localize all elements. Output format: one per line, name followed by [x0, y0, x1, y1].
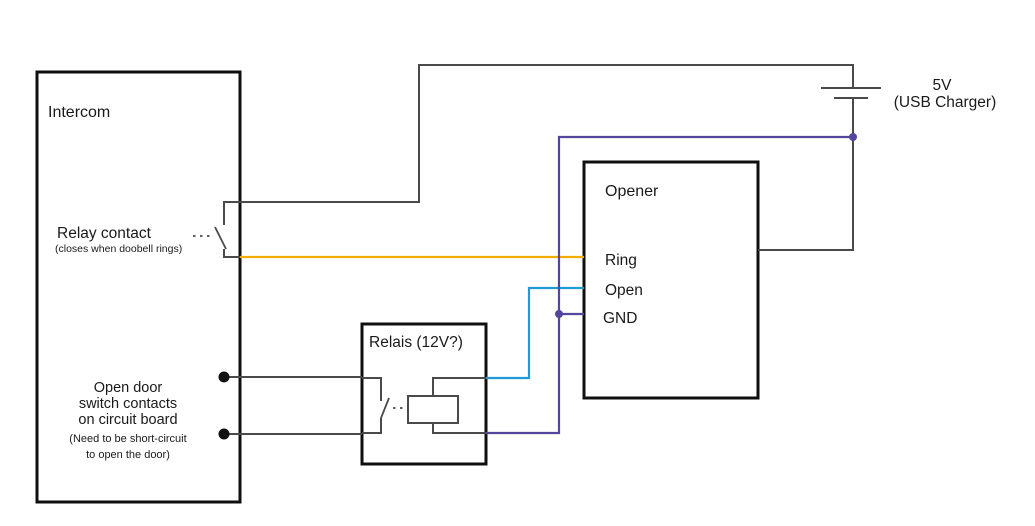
contact-terminal-dot-top: [218, 371, 230, 383]
relais-switch-bottom-lead: [362, 418, 382, 434]
open-door-line-1: Open door: [94, 380, 163, 396]
relais-switch-top-lead: [362, 377, 382, 401]
intercom-title: Intercom: [48, 104, 110, 121]
opener-title: Opener: [605, 183, 659, 200]
relais-switch-blade: [380, 397, 390, 419]
relais-title: Relais (12V?): [369, 334, 463, 351]
coil-bottom-lead: [432, 423, 486, 434]
coil-body: [407, 395, 459, 424]
relay-contact-label: Relay contact: [57, 225, 152, 242]
open-wire: [486, 286, 584, 380]
open-door-note-1: (Need to be short-circuit: [69, 433, 186, 445]
open-door-line-2: switch contacts: [79, 396, 177, 412]
contact-terminal-dot-bottom: [218, 428, 230, 440]
gnd-wire: [486, 135, 853, 435]
opener-box: [582, 160, 760, 400]
relay-contact-note: (closes when doobell rings): [55, 243, 182, 255]
opener-pin-gnd: GND: [603, 310, 637, 327]
battery-icon: [821, 87, 881, 99]
opener-pin-open: Open: [605, 282, 643, 299]
open-door-line-3: on circuit board: [78, 412, 177, 428]
power-supply-label: 5V (USB Charger): [894, 77, 997, 111]
open-door-label: Open door switch contacts on circuit boa…: [69, 380, 186, 461]
gnd-junction-dot: [555, 310, 563, 318]
opener-pin-ring: Ring: [605, 252, 637, 269]
coil-top-lead: [432, 377, 486, 396]
wire-relay-contact-to-supply: [223, 64, 854, 225]
switch-bottom-lead: [223, 249, 240, 258]
relais-switch-icon: [362, 377, 408, 434]
power-type-label: (USB Charger): [894, 94, 997, 111]
relais-coil-icon: [407, 377, 486, 434]
intercom-box: [35, 70, 242, 504]
switch-blade: [214, 226, 227, 250]
relais-box: [360, 322, 488, 466]
power-voltage-label: 5V: [933, 77, 953, 94]
wire-supply-to-opener: [758, 98, 854, 251]
relay-contact-switch-icon: [193, 226, 240, 258]
supply-junction-dot: [849, 133, 857, 141]
open-door-note-2: to open the door): [86, 449, 170, 461]
